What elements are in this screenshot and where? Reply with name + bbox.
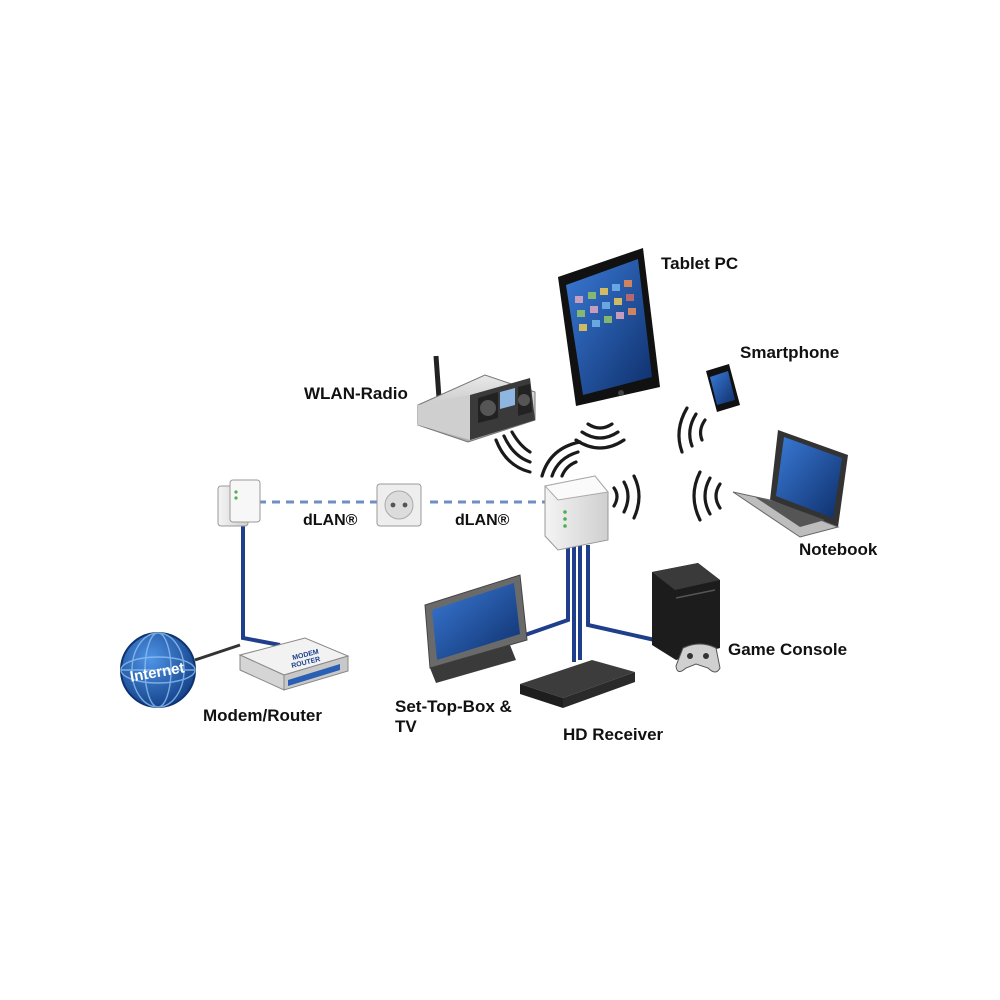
wifi-waves — [494, 406, 722, 522]
label-wlan-radio: WLAN-Radio — [304, 384, 408, 403]
smartphone-icon — [706, 364, 740, 412]
tablet-icon — [558, 248, 660, 406]
wifi-waves-notebook-icon — [692, 470, 722, 522]
cable-hub-to-console — [586, 545, 656, 642]
powerline-adapter-hub-icon — [544, 475, 609, 551]
label-tablet-pc: Tablet PC — [661, 254, 739, 273]
label-game-console: Game Console — [728, 640, 848, 659]
powerline-adapter-left-icon — [217, 479, 261, 527]
label-smartphone: Smartphone — [740, 343, 840, 362]
gamepad-icon — [675, 643, 721, 673]
laptop-icon — [732, 430, 848, 538]
cables — [241, 522, 656, 662]
receiver-icon — [520, 660, 635, 708]
globe-icon — [120, 632, 196, 708]
cable-adapter-to-router — [241, 522, 281, 647]
wifi-waves-hub-right-icon — [612, 474, 641, 520]
label-modem-router: Modem/Router — [203, 706, 322, 725]
label-dlan-left: dLAN® — [303, 512, 358, 529]
tv-icon — [424, 574, 528, 683]
power-socket-icon — [376, 483, 422, 527]
wifi-waves-tablet-icon — [574, 422, 626, 450]
wifi-waves-smartphone-icon — [677, 406, 707, 454]
router-icon — [238, 637, 350, 691]
label-notebook: Notebook — [799, 540, 878, 559]
label-dlan-right: dLAN® — [455, 512, 510, 529]
cable-internet-to-router — [194, 643, 241, 662]
label-hd-receiver: HD Receiver — [563, 725, 664, 744]
wifi-waves-radio-icon — [494, 430, 532, 474]
wifi-waves-hub-left-icon — [540, 440, 582, 478]
cable-hub-to-tv — [524, 545, 570, 637]
label-settop-box-line1: Set-Top-Box & — [395, 697, 512, 716]
label-settop-box-line2: TV — [395, 717, 417, 736]
game-console-icon — [652, 563, 720, 660]
radio-icon — [417, 355, 536, 443]
